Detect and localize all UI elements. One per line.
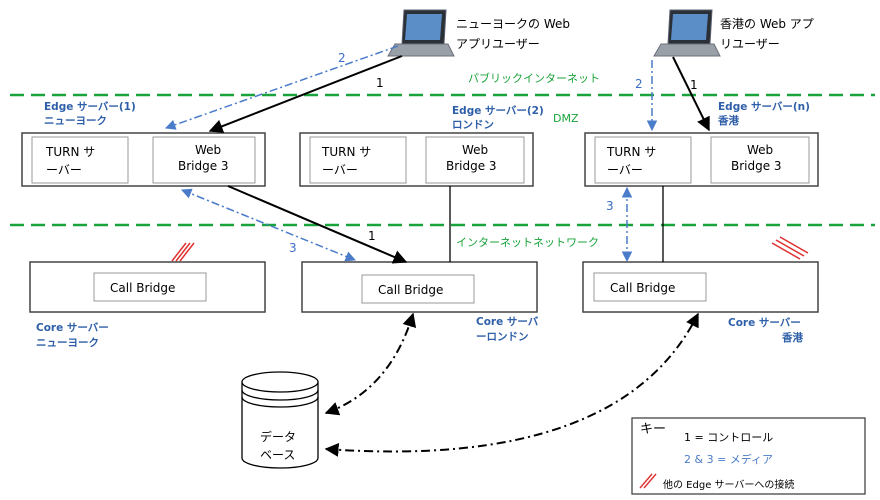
hk-user-label-line1: 香港の Web アプ: [720, 17, 814, 31]
flow-label-2-ny: 2: [338, 51, 346, 65]
edge-ny-turn-line2: ーバー: [46, 163, 82, 177]
edge-hk-label-line1: Edge サーバー(n): [718, 101, 810, 113]
legend-slash-icon: [639, 473, 657, 489]
public-internet-label: パブリックインターネット: [468, 71, 600, 85]
edge-ldn-turn-line2: ーバー: [322, 163, 358, 177]
core-ny-label-line2: ニューヨーク: [36, 337, 99, 349]
edge-ldn-turn-line1: TURN サ: [321, 145, 371, 159]
core-server-ny: Call Bridge: [29, 261, 266, 313]
edge-hk-label-line2: 香港: [717, 114, 739, 127]
edge-hk-web-line1: Web: [747, 143, 773, 157]
edge-server-hk: TURN サ ーバー Web Bridge 3: [584, 132, 819, 187]
edge-ldn-web-line2: Bridge 3: [446, 159, 497, 173]
core-hk-call-bridge: Call Bridge: [610, 281, 675, 295]
core-server-hk: Call Bridge: [582, 261, 819, 313]
ny-laptop-icon: [387, 9, 455, 57]
db-link-core-hk: [324, 312, 699, 457]
core-ldn-call-bridge: Call Bridge: [378, 283, 443, 297]
edge-hk-turn-line2: ーバー: [607, 163, 643, 177]
edge-ny-label-line1: Edge サーバー(1): [44, 101, 136, 113]
legend-control: 1 = コントロール: [684, 431, 773, 444]
ny-user-label-line1: ニューヨークの Web: [456, 17, 570, 31]
media-flow-turn-ny-to-core-ldn: [181, 188, 356, 262]
core-hk-label-line1: Core サーバー: [728, 317, 801, 329]
core-ldn-label-line1: Core サーバ: [476, 316, 539, 328]
ny-user-label-line2: アプリユーザー: [456, 37, 540, 51]
legend-box: キー 1 = コントロール 2 & 3 = メディア 他の Edge サーバーへ…: [631, 417, 866, 495]
edge-ldn-web-line1: Web: [462, 143, 488, 157]
media-flow-ny-user-to-turn: [165, 45, 399, 130]
edge-ldn-label-line1: Edge サーバー(2): [452, 105, 544, 117]
other-edge-connection-mark-hk: [771, 236, 809, 260]
legend-media: 2 & 3 = メディア: [684, 452, 773, 466]
flow-label-1-hk: 1: [690, 78, 698, 92]
flow-label-1-edge-core: 1: [368, 229, 376, 243]
core-hk-label-line2: 香港: [781, 331, 803, 344]
db-link-core-ldn: [324, 312, 417, 416]
legend-title: キー: [640, 422, 666, 437]
edge-ny-web-line1: Web: [195, 143, 221, 157]
dmz-label: DMZ: [553, 112, 579, 125]
flow-label-1-ny: 1: [376, 76, 384, 90]
flow-label-3-ny: 3: [289, 241, 297, 255]
core-ny-label-line1: Core サーバー: [36, 322, 109, 334]
hk-user-label-line2: リユーザー: [720, 37, 780, 51]
edge-ny-web-line2: Bridge 3: [178, 159, 229, 173]
flow-label-2-hk: 2: [635, 77, 643, 91]
edge-ldn-label-line2: ロンドン: [452, 119, 494, 131]
edge-ny-turn-line1: TURN サ: [45, 145, 95, 159]
hk-laptop-icon: [653, 9, 721, 57]
core-ldn-label-line2: ーロンドン: [476, 331, 529, 343]
edge-server-ny: TURN サ ーバー Web Bridge 3: [21, 132, 266, 187]
legend-other-edge: 他の Edge サーバーへの接続: [663, 478, 794, 491]
core-ny-call-bridge: Call Bridge: [110, 281, 175, 295]
other-edge-connection-mark-ny: [171, 242, 195, 262]
control-flow-ny-user-to-edge: [208, 55, 403, 133]
edge-ny-label-line2: ニューヨーク: [44, 115, 107, 127]
internal-network-label: インターネットネットワーク: [456, 236, 599, 249]
edge-server-ldn: TURN サ ーバー Web Bridge 3: [299, 132, 534, 187]
edge-hk-turn-line1: TURN サ: [606, 145, 656, 159]
edge-hk-web-line2: Bridge 3: [731, 159, 782, 173]
flow-label-3-hk: 3: [606, 199, 614, 213]
database-icon: [241, 371, 319, 469]
database-label-line1: データ: [260, 429, 296, 444]
control-flow-hk-user-to-edge: [672, 56, 710, 132]
database-label-line2: ベース: [260, 448, 295, 462]
core-server-ldn: Call Bridge: [301, 261, 538, 313]
